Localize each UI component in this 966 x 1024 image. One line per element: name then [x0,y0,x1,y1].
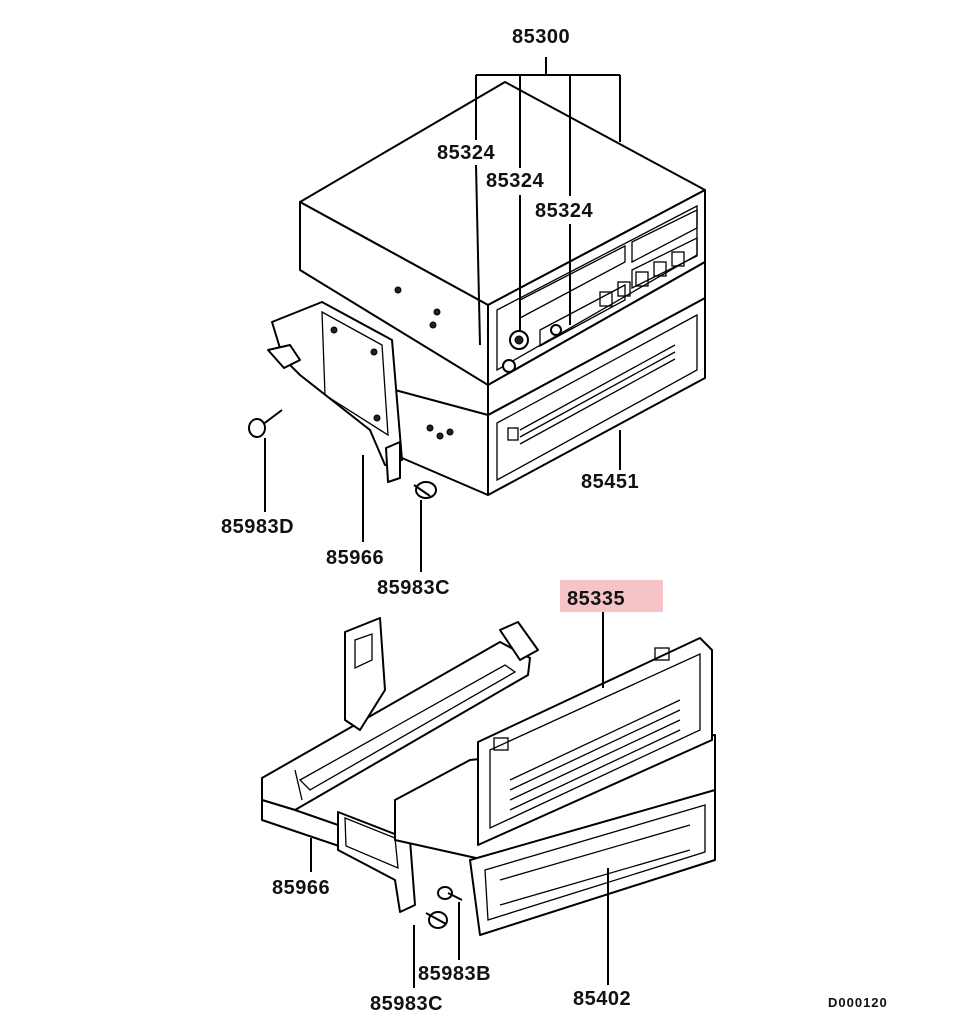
label-85451[interactable]: 85451 [581,471,639,493]
screw-85983c-lower [425,911,448,929]
upper-side-bracket [267,301,403,483]
highlight-box [560,580,663,612]
label-85983b[interactable]: 85983B [418,963,491,985]
radio-head-unit [299,81,706,386]
drawing-code: D000120 [828,995,888,1010]
face-panel [477,637,713,846]
label-85335[interactable]: 85335 [567,588,625,610]
label-85402[interactable]: 85402 [573,988,631,1010]
label-85983c-upper[interactable]: 85983C [377,577,450,599]
cd-unit [394,261,706,496]
label-85300[interactable]: 85300 [512,26,570,48]
label-85966-lower[interactable]: 85966 [272,877,330,899]
upper-leader-lines [264,57,621,572]
label-85324-b[interactable]: 85324 [486,170,544,192]
screw-85983d [248,409,283,438]
label-85966-upper[interactable]: 85966 [326,547,384,569]
label-85983c-lower[interactable]: 85983C [370,993,443,1015]
label-85324-a[interactable]: 85324 [437,142,495,164]
screw-85983c-upper [413,481,437,499]
lower-leader-lines [310,612,609,988]
label-85324-c[interactable]: 85324 [535,200,593,222]
label-85983d[interactable]: 85983D [221,516,294,538]
screw-85983b [437,886,463,901]
